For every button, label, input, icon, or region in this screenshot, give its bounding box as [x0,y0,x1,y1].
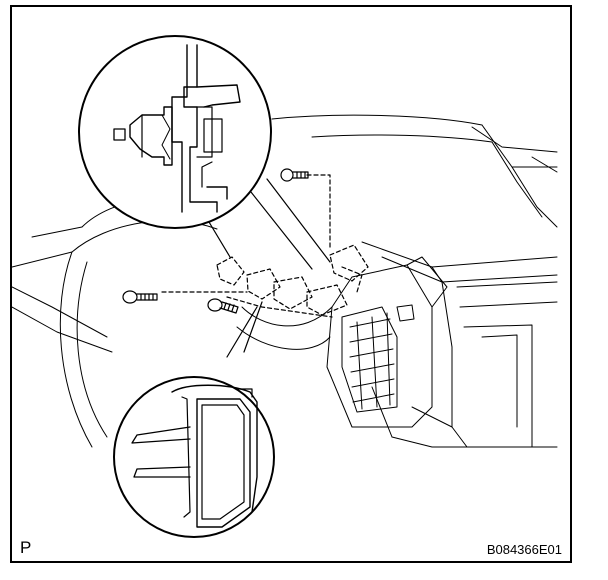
view-label: P [20,538,32,557]
figure-code: B084366E01 [486,542,562,557]
clip-locations [161,174,369,318]
vehicle-body [12,114,558,448]
bolt-left [122,290,158,304]
diagram-frame: P B084366E01 [10,5,572,563]
illustration [12,35,558,538]
detail-marker-square [113,128,126,141]
upper-detail-callout [78,35,331,270]
lower-detail-callout [113,301,275,538]
bolt-center [207,298,239,314]
bolt-upper [280,168,309,182]
